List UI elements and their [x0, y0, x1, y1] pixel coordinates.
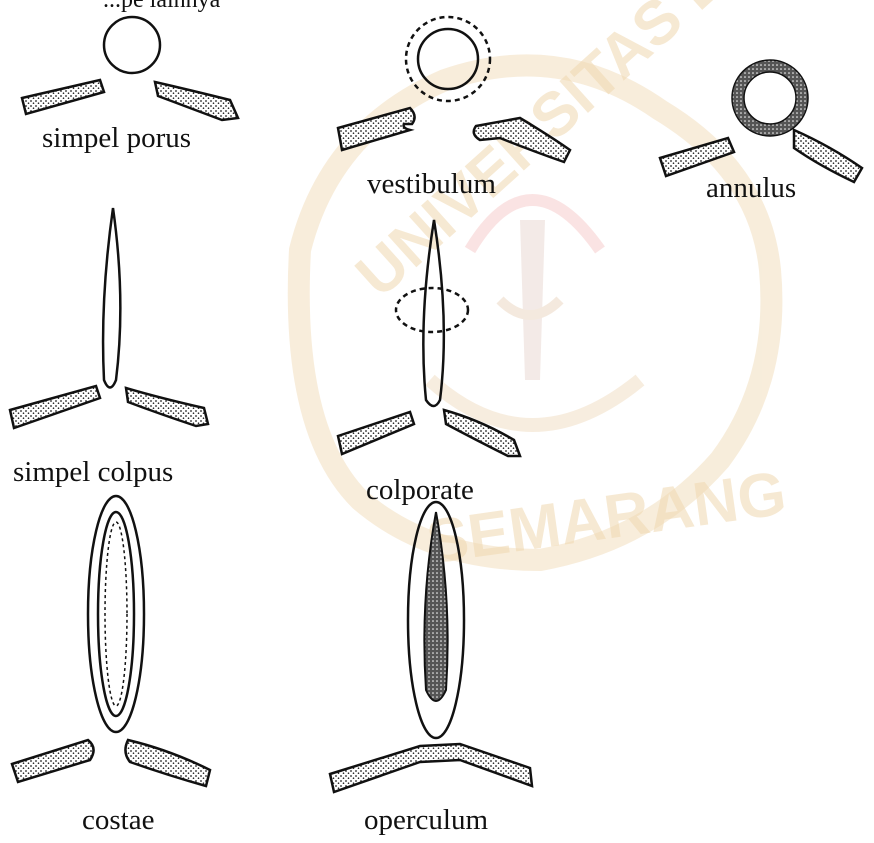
header-fragment: ...pe lainnya	[103, 0, 220, 14]
watermark-text-bottom: SEMARANG	[423, 459, 791, 578]
label-simpel-porus: simpel porus	[42, 122, 191, 155]
costae-drawing	[12, 496, 210, 786]
simpel-colpus-drawing	[10, 208, 208, 428]
label-colporate: colporate	[366, 474, 474, 507]
label-vestibulum: vestibulum	[367, 168, 496, 201]
label-simpel-colpus: simpel colpus	[13, 456, 173, 489]
label-annulus: annulus	[706, 172, 796, 205]
watermark-text-top: UNIVERSITAS DIPONEGORO	[343, 0, 874, 310]
label-operculum: operculum	[364, 804, 488, 837]
simpel-porus-drawing	[22, 17, 238, 120]
label-costae: costae	[82, 804, 154, 837]
